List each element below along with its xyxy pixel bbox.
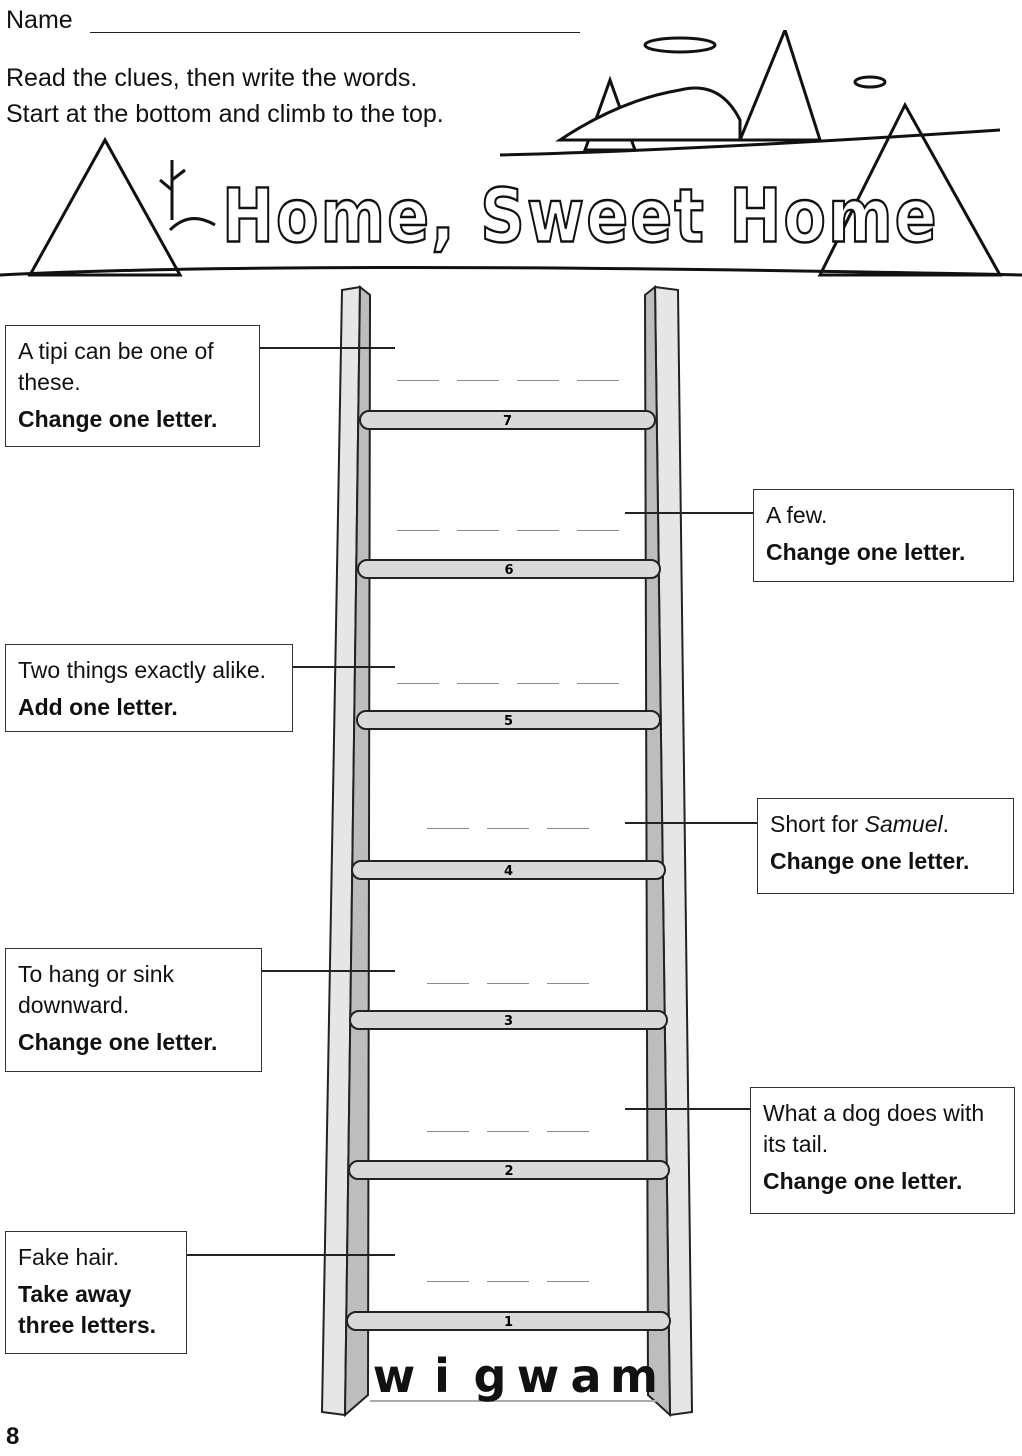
letter-blank[interactable] [457,683,499,684]
clue-text-italic: Samuel [864,811,943,837]
start-word-letter: m [610,1349,658,1403]
start-word-letter: i [418,1352,466,1402]
rung-number: 4 [504,864,513,879]
clue-connector-line [293,666,395,668]
name-field[interactable] [90,32,580,33]
clue-text: A few. [766,502,828,528]
letter-blank[interactable] [427,1131,469,1132]
letter-blank[interactable] [517,683,559,684]
letter-blank[interactable] [427,983,469,984]
ladder-rung [351,860,666,880]
letter-blank[interactable] [577,530,619,531]
answer-blanks[interactable] [427,1131,589,1132]
clue-instruction: Change one letter. [763,1168,963,1194]
ladder-rung [348,1160,670,1180]
page-number: 8 [6,1423,20,1450]
clue-box-rung-3: To hang or sink downward. Change one lett… [5,948,262,1072]
ladder-rung [356,710,661,730]
clue-text: Short for Samuel. [770,811,949,837]
rung-number: 1 [504,1315,513,1330]
letter-blank[interactable] [397,683,439,684]
answer-blanks[interactable] [427,983,589,984]
letter-blank[interactable] [487,983,529,984]
clue-box-rung-6: A few. Change one letter. [753,489,1014,582]
ladder-rung [349,1010,668,1030]
clue-text-part: . [942,811,949,837]
clue-text: Two things exactly alike. [18,657,267,683]
start-word-letter: w [370,1352,418,1402]
answer-blanks[interactable] [397,683,619,684]
rung-number: 7 [503,414,512,429]
clue-connector-line [262,970,395,972]
rung-number: 3 [504,1014,513,1029]
letter-blank[interactable] [577,683,619,684]
instruction-line-2: Start at the bottom and climb to the top… [6,100,444,128]
clue-instruction: Change one letter. [766,539,966,565]
letter-blank[interactable] [577,380,619,381]
letter-blank[interactable] [547,1131,589,1132]
clue-text: A tipi can be one of these. [18,338,214,395]
clue-box-rung-7: A tipi can be one of these. Change one le… [5,325,260,447]
letter-blank[interactable] [427,828,469,829]
letter-blank[interactable] [487,1281,529,1282]
letter-blank[interactable] [397,530,439,531]
instruction-line-1: Read the clues, then write the words. [6,64,418,92]
clue-connector-line [625,512,753,514]
clue-text: Fake hair. [18,1244,119,1270]
clue-box-rung-1: Fake hair. Take away three letters. [5,1231,187,1354]
clue-instruction: Change one letter. [18,1029,218,1055]
clue-box-rung-2: What a dog does with its tail. Change one… [750,1087,1015,1214]
clue-connector-line [260,347,395,349]
clue-text: To hang or sink downward. [18,961,174,1018]
name-label: Name [6,6,73,34]
clue-connector-line [625,822,757,824]
letter-blank[interactable] [487,828,529,829]
clue-instruction: Change one letter. [770,848,970,874]
rung-number: 2 [504,1164,513,1179]
tipi-icon [817,101,1003,277]
worksheet-title: Home, Sweet Home [221,171,939,261]
letter-blank[interactable] [397,380,439,381]
ladder-rung [359,410,656,430]
start-word-letter: g [466,1352,514,1402]
clue-box-rung-4: Short for Samuel. Change one letter. [757,798,1014,894]
rung-number: 6 [504,563,513,578]
answer-blanks[interactable] [397,380,619,381]
ladder-rung [357,559,661,579]
letter-blank[interactable] [547,983,589,984]
letter-blank[interactable] [547,828,589,829]
desert-tipi-illustration [0,30,1022,277]
letter-blank[interactable] [427,1281,469,1282]
start-word-letter: w [514,1352,562,1402]
clue-instruction: Change one letter. [18,406,218,432]
letter-blank[interactable] [457,380,499,381]
clue-text-part: Short for [770,811,865,837]
clue-connector-line [625,1108,750,1110]
clue-instruction: Take away three letters. [18,1281,157,1338]
tipi-icon [27,136,183,277]
answer-blanks[interactable] [427,828,589,829]
rung-number: 5 [504,714,513,729]
answer-blanks[interactable] [427,1281,589,1282]
ladder-rung [346,1311,671,1331]
letter-blank[interactable] [517,380,559,381]
clue-connector-line [187,1254,395,1256]
clue-instruction: Add one letter. [18,694,178,720]
answer-blanks[interactable] [397,530,619,531]
clue-box-rung-5: Two things exactly alike. Add one letter. [5,644,293,732]
letter-blank[interactable] [457,530,499,531]
tipi-icon [737,30,823,142]
letter-blank[interactable] [547,1281,589,1282]
letter-blank[interactable] [487,1131,529,1132]
letter-blank[interactable] [517,530,559,531]
clue-text: What a dog does with its tail. [763,1100,985,1157]
start-word-letter: a [562,1352,610,1402]
